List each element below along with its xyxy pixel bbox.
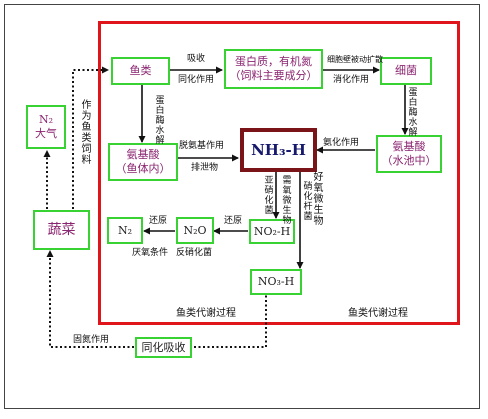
ammonia-node: NH₃-H xyxy=(240,128,317,172)
microbes-label: 需氧微生物 xyxy=(282,176,292,226)
vegetable-node: 蔬菜 xyxy=(33,210,90,250)
fish-feed-label: 作为鱼类饲料 xyxy=(81,100,92,166)
air-nitrogen-label-line2: 大气 xyxy=(35,127,57,140)
no2-node: NO₂-H xyxy=(249,219,295,244)
no3-label: NO₃-H xyxy=(257,275,295,288)
vegetable-label: 蔬菜 xyxy=(47,222,76,238)
no2-label: NO₂-H xyxy=(253,224,291,238)
fish-label: 鱼类 xyxy=(129,64,152,77)
metabolism-label-right: 鱼类代谢过程 xyxy=(348,308,408,319)
dotted-assimilation-to-vegetable xyxy=(46,250,134,348)
amino-fish-label-line1: 氨基酸 xyxy=(126,148,160,161)
protein-label-line2: （饲料主要成分） xyxy=(229,69,318,82)
amino-pool-label-line2: （水池中） xyxy=(381,154,437,167)
deamination-label: 脱氨基作用 xyxy=(179,141,225,151)
denitrifying-label: 反硝化菌 xyxy=(176,248,213,258)
absorb-label: 吸收 xyxy=(187,54,206,64)
n2-node: N₂ xyxy=(107,217,143,244)
outer-frame xyxy=(4,4,480,409)
ammonification-label: 氨化作用 xyxy=(323,138,360,148)
metabolism-boundary xyxy=(98,21,460,325)
assimilation-action-label: 同化作用 xyxy=(178,75,215,85)
air-nitrogen-label-line1: N₂ xyxy=(38,113,54,126)
n2o-label: N₂O xyxy=(183,223,207,237)
assimilation-node: 同化吸收 xyxy=(135,337,192,358)
dotted-no3-to-assimilation xyxy=(193,291,267,348)
reduction-label-right: 还原 xyxy=(224,216,243,226)
nitrobacter-label: 硝化杆菌 xyxy=(303,182,313,222)
anaerobic-label: 厌氧条件 xyxy=(132,248,169,258)
cell-wall-label: 细胞壁被动扩散 xyxy=(327,55,383,64)
n2o-node: N₂O xyxy=(176,217,214,244)
reduction-label-left: 还原 xyxy=(149,216,168,226)
fish-node: 鱼类 xyxy=(111,57,170,85)
excretion-label: 排泄物 xyxy=(191,163,219,173)
amino-pool-label-line1: 氨基酸 xyxy=(392,140,426,153)
no3-node: NO₃-H xyxy=(250,269,302,295)
aerobic-label: 好氧微生物 xyxy=(313,172,324,227)
bacteria-label: 细菌 xyxy=(395,64,417,77)
dotted-vegetable-to-fish xyxy=(72,66,109,209)
air-nitrogen-node: N₂ 大气 xyxy=(26,105,66,149)
amino-pool-node: 氨基酸 （水池中） xyxy=(376,135,442,173)
ammonia-label: NH₃-H xyxy=(251,141,306,159)
n2-label: N₂ xyxy=(117,223,133,237)
protein-node: 蛋白质，有机氮 （饲料主要成分） xyxy=(224,49,323,89)
metabolism-label-left: 鱼类代谢过程 xyxy=(176,308,236,319)
protein-label-line1: 蛋白质，有机氮 xyxy=(235,55,312,68)
assimilation-label: 同化吸收 xyxy=(141,340,186,354)
protease-right-label: 蛋白酶水解 xyxy=(408,88,418,138)
nitrifying-label: 亚硝化菌 xyxy=(264,176,274,216)
amino-fish-label-line2: （鱼体内） xyxy=(115,162,171,175)
digestion-label: 消化作用 xyxy=(333,75,370,85)
fixation-label: 固氮作用 xyxy=(73,335,110,345)
protease-left-label: 蛋白酶水解 xyxy=(155,96,165,146)
bacteria-node: 细菌 xyxy=(380,57,432,85)
amino-fish-node: 氨基酸 （鱼体内） xyxy=(108,143,178,181)
